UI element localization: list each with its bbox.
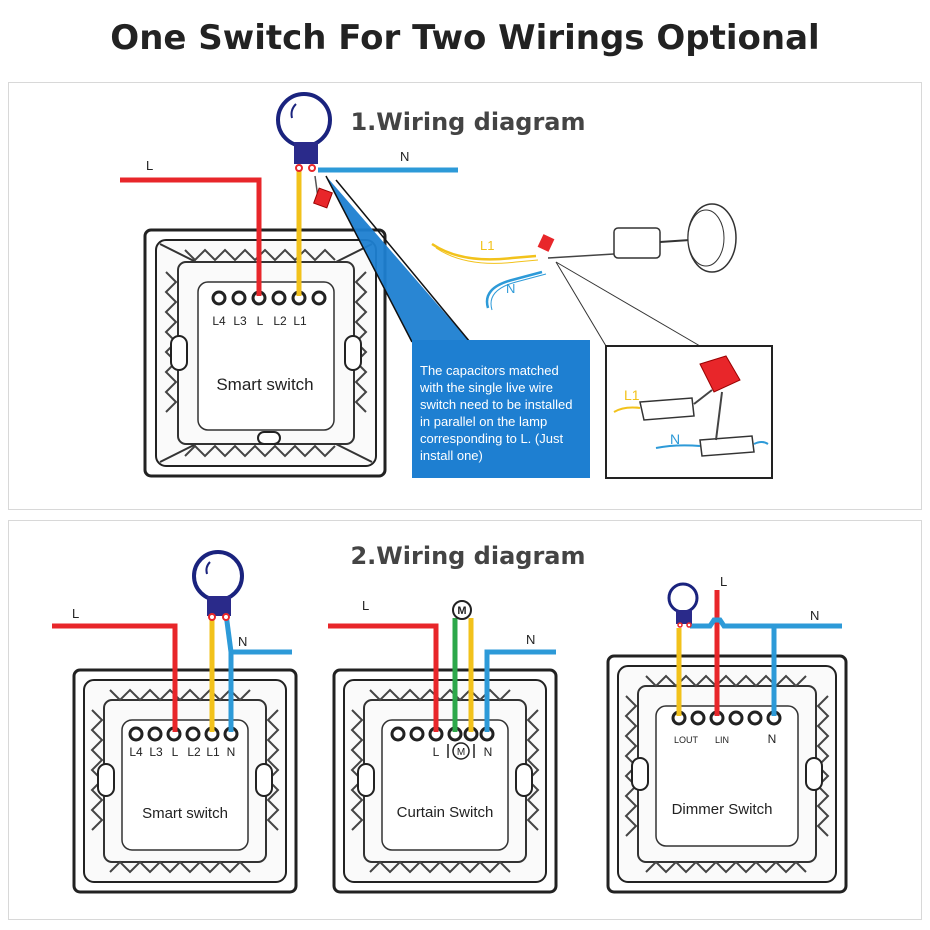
terminal-label-b-n: N: [484, 745, 493, 759]
motor-icon: M: [452, 600, 472, 620]
switch-label-dimmer: Dimmer Switch: [672, 801, 773, 818]
live-label-1: L: [146, 158, 153, 173]
lamp-icon: [192, 550, 244, 621]
motor-symbol-icon: M: [447, 742, 475, 760]
curtain-switch-frame: [332, 668, 558, 894]
smart-switch-frame-1: [143, 228, 387, 478]
terminal-label-a-n: N: [227, 745, 236, 759]
section2-heading: 2.Wiring diagram: [350, 542, 585, 570]
switch-label-1: Smart switch: [216, 375, 313, 394]
capacitor-note: The capacitors matched with the single l…: [412, 340, 590, 478]
section1-heading: 1.Wiring diagram: [350, 108, 585, 136]
terminal-label-a-l: L: [172, 745, 179, 759]
svg-text:M: M: [457, 605, 466, 617]
capacitor-icon: [313, 187, 333, 209]
terminal-label-l2: L2: [273, 314, 287, 328]
neutral-label-b: N: [526, 632, 535, 647]
page-title: One Switch For Two Wirings Optional: [110, 18, 820, 58]
terminal-label-l3: L3: [233, 314, 247, 328]
smart-switch-frame-2: [72, 668, 298, 894]
terminal-label-a-l1: L1: [206, 745, 220, 759]
terminal-label-b-l: L: [433, 745, 440, 759]
switch-label-smart: Smart switch: [142, 805, 228, 822]
callout-pointer: [326, 176, 470, 342]
terminal-label-c-lout: LOUT: [674, 735, 699, 745]
terminal-label-a-l4: L4: [129, 745, 143, 759]
live-wire-b: [328, 623, 439, 732]
neutral-wire-c: [690, 617, 842, 629]
dimmer-switch-frame: [606, 654, 848, 894]
svg-text:M: M: [457, 747, 465, 758]
terminal-label-l1: L1: [293, 314, 307, 328]
neutral-label-c: N: [810, 608, 819, 623]
zoom-n-label: N: [670, 431, 680, 447]
terminal-label-a-l2: L2: [187, 745, 201, 759]
capacitor-lamp-illustration: [431, 203, 737, 347]
switch-label-curtain: Curtain Switch: [397, 804, 494, 821]
live-label-a: L: [72, 606, 79, 621]
neutral-label-1: N: [400, 149, 409, 164]
terminal-label-c-n: N: [768, 732, 777, 746]
lamp-icon: [667, 582, 699, 628]
live-label-c: L: [720, 574, 727, 589]
live-label-b: L: [362, 598, 369, 613]
terminal-label-l: L: [257, 314, 264, 328]
zoom-l1-label: L1: [624, 387, 640, 403]
neutral-wire-b: [484, 649, 556, 732]
terminal-label-c-lin: LIN: [715, 735, 729, 745]
capacitor-zoom-box: [605, 345, 773, 479]
terminal-block-1: [211, 290, 327, 306]
cap-l1-label: L1: [480, 238, 494, 253]
terminal-label-l4: L4: [212, 314, 226, 328]
neutral-label-a: N: [238, 634, 247, 649]
live-wire-a: [52, 623, 178, 732]
lamp-icon: [276, 92, 332, 172]
cap-n-label: N: [506, 281, 515, 296]
terminal-label-a-l3: L3: [149, 745, 163, 759]
live-wire-1: [120, 177, 262, 296]
